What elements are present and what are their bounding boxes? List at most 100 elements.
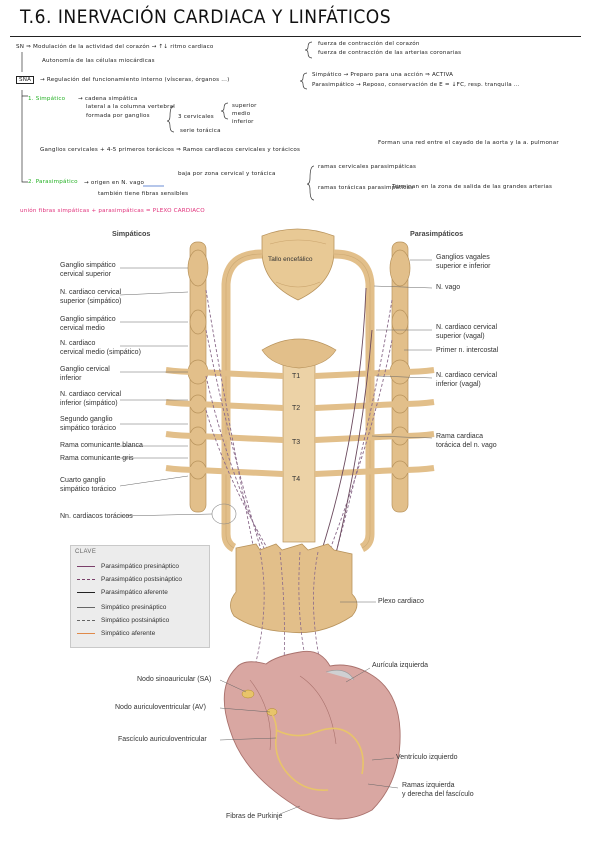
note-line-1-brace-a: fuerza de contracción del corazón <box>318 41 420 47</box>
legend-item-4: Simpático postsináptico <box>77 617 169 624</box>
note-line-3-brace-a: Simpático → Preparo para una acción ⇒ AC… <box>312 72 454 78</box>
label-segundo-ganglio-toracico: Segundo ganglio simpático torácico <box>60 416 117 432</box>
sa-node <box>241 689 255 699</box>
legend-item-1: Parasimpático postsináptico <box>77 576 182 583</box>
spinal-cord <box>282 341 316 543</box>
arrow-sna-2 <box>21 96 28 183</box>
spinal-cross-section <box>261 338 337 369</box>
label-plexo-cardiaco: Plexo cardiaco <box>378 598 424 605</box>
note-simpatico-title: 1. Simpático <box>28 96 65 102</box>
conduction-system <box>271 713 364 791</box>
vertebra-t2: T2 <box>292 405 301 412</box>
label-rama-comunicante-gris: Rama comunicante gris <box>60 455 134 462</box>
brainstem-label: Tallo encefálico <box>268 256 313 263</box>
cardiac-plexus-shape <box>230 543 358 633</box>
label-n-cardiaco-cervical-superior-vagal: N. cardiaco cervical superior (vagal) <box>436 324 498 340</box>
brainstem-fold-2 <box>275 281 321 288</box>
legend-label-1: Parasimpático postsináptico <box>101 576 182 583</box>
label-cuarto-ganglio-toracico: Cuarto ganglio simpático torácico <box>60 477 117 493</box>
sympathetic-chain-left <box>187 241 209 513</box>
label-ganglio-cervical-inferior: Ganglio cervical inferior <box>60 366 110 382</box>
note-line-1: SN ⇒ Modulación de la actividad del cora… <box>16 44 214 50</box>
heart-shape <box>223 650 401 820</box>
legend-swatch-3 <box>77 606 95 608</box>
title-underline <box>10 36 581 37</box>
label-rama-comunicante-blanca: Rama comunicante blanca <box>60 442 143 449</box>
legend-label-0: Parasimpático presináptico <box>101 563 180 570</box>
note-union: unión fibras simpáticas + parasimpáticas… <box>20 208 205 214</box>
note-line-3: → Regulación del funcionamiento interno … <box>40 77 230 83</box>
parasimpatico-title-text: 2. Parasimpático <box>28 179 78 185</box>
legend-swatch-1 <box>77 578 95 580</box>
vertebra-t3: T3 <box>292 439 301 446</box>
page-title: T.6. INERVACIÓN CARDIACA Y LINFÁTICOS <box>20 6 392 28</box>
simpatico-title-text: 1. Simpático <box>28 96 66 102</box>
brace-2 <box>299 72 308 90</box>
note-simp-cerv: 3 cervicales <box>178 114 214 120</box>
label-ganglio-cervical-medio: Ganglio simpático cervical medio <box>60 316 116 332</box>
legend-label-5: Simpático aferente <box>101 630 156 637</box>
note-para-r2: ramas torácicas parasimpáticas <box>318 185 414 191</box>
legend-title: CLAVE <box>75 549 97 555</box>
brace-1 <box>304 41 313 59</box>
note-line-1-brace-b: fuerza de contracción de las arterias co… <box>318 50 462 56</box>
parasympathetic-header: Parasimpáticos <box>410 229 464 238</box>
label-n-cardiaco-cervical-medio: N. cardiaco cervical medio (simpático) <box>60 340 141 356</box>
label-primer-n-intercostal: Primer n. intercostal <box>436 347 499 354</box>
sna-box: SNA <box>16 76 35 84</box>
legend-label-3: Simpático presináptico <box>101 604 167 611</box>
note-parasimpatico-title: 2. Parasimpático <box>28 179 78 185</box>
note-ganglios: Ganglios cervicales + 4-5 primeros torác… <box>40 147 301 153</box>
note-simp-b: lateral a la columna vertebral <box>86 104 175 110</box>
brace-5 <box>306 165 315 201</box>
label-n-vago: N. vago <box>436 284 461 291</box>
label-auricula-izquierda: Aurícula izquierda <box>372 662 429 669</box>
label-rama-cardiaca-toracica: Rama cardiaca torácica del n. vago <box>436 433 497 449</box>
brainstem-shape <box>261 228 335 301</box>
label-nodo-sa: Nodo sinoauricular (SA) <box>137 676 212 683</box>
leader-lines <box>119 259 433 815</box>
label-nn-cardiacos-toracicos: Nn. cardiacos torácicos <box>60 513 133 520</box>
arrow-sna-1 <box>21 90 28 97</box>
note-line-2: Autonomía de las células miocárdicas <box>42 58 155 64</box>
note-simp-inf: inferior <box>232 119 254 125</box>
brace-3 <box>166 105 175 133</box>
legend-swatch-4 <box>77 619 95 621</box>
note-para-a: → origen en N. vago <box>84 180 145 186</box>
note-ganglios-result: Forman una red entre el cayado de la aor… <box>378 140 559 146</box>
note-para-c: baja por zona cervical y torácica <box>178 171 276 177</box>
label-n-cardiaco-cervical-superior: N. cardiaco cervical superior (simpático… <box>60 289 122 305</box>
legend-box: CLAVE Parasimpático presináptico Parasim… <box>70 545 210 648</box>
label-fibras-purkinje: Fibras de Purkinje <box>226 813 283 820</box>
label-ganglio-cervical-superior: Ganglio simpático cervical superior <box>60 262 116 278</box>
plexus-fibers <box>255 551 321 663</box>
left-atrium <box>325 669 355 681</box>
brainstem-fold <box>269 239 327 245</box>
note-para-result: Terminan en la zona de salida de las gra… <box>392 184 553 190</box>
legend-swatch-5 <box>77 632 95 634</box>
legend-item-0: Parasimpático presináptico <box>77 563 179 570</box>
cardiac-nerves-solid <box>315 287 373 571</box>
legend-label-2: Parasimpático aferente <box>101 589 168 596</box>
note-simp-c: formada por ganglios <box>86 113 150 119</box>
sympathetic-header: Simpáticos <box>112 229 151 238</box>
vertebra-t4: T4 <box>292 476 301 483</box>
label-n-cardiaco-cervical-inferior: N. cardiaco cervical inferior (simpático… <box>60 391 122 407</box>
note-simp-tor: serie torácica <box>180 128 221 134</box>
legend-label-4: Simpático postsináptico <box>101 617 170 624</box>
legend-swatch-2 <box>77 591 95 593</box>
label-fasciculo-av: Fascículo auriculoventricular <box>118 736 207 743</box>
spinal-nerves <box>165 367 435 477</box>
brace-4 <box>220 102 229 120</box>
label-ventriculo-izquierdo: Ventrículo izquierdo <box>396 754 458 761</box>
legend-swatch-0 <box>77 565 95 567</box>
note-simp-a: → cadena simpática <box>78 96 138 102</box>
label-ramas-fasciculo: Ramas izquierda y derecha del fascículo <box>402 782 474 798</box>
label-nodo-av: Nodo auriculoventricular (AV) <box>115 704 206 711</box>
legend-item-5: Simpático aferente <box>77 630 155 637</box>
vertebra-t1: T1 <box>292 373 301 380</box>
note-para-r1: ramas cervicales parasimpáticas <box>318 164 417 170</box>
note-para-b: también tiene fibras sensibles <box>98 191 189 197</box>
note-line-3-brace-b: Parasimpático → Reposo, conservación de … <box>312 82 520 88</box>
